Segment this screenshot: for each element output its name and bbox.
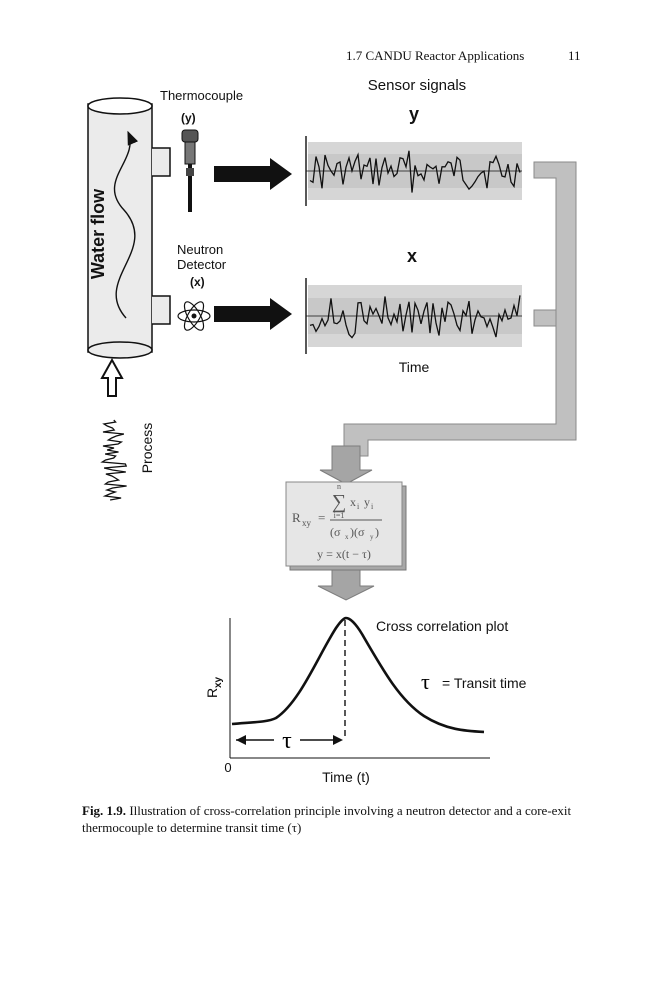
formula-denominator-mid: )(σ xyxy=(350,525,365,539)
thermocouple-icon xyxy=(181,129,199,212)
page-number: 11 xyxy=(568,48,581,63)
figure-caption: Fig. 1.9. Illustration of cross-correlat… xyxy=(82,802,602,836)
to-correlator-arrow xyxy=(319,445,373,485)
plot-xlabel: Time (t) xyxy=(322,769,370,785)
plot-ylabel: R xy xyxy=(204,676,224,698)
process-noise-waveform xyxy=(100,419,128,501)
cross-correlation-figure: Sensor signals Water flow Thermocouple (… xyxy=(87,77,577,785)
formula-sum-top: n xyxy=(337,482,341,491)
formula-sum-bottom: i=1 xyxy=(334,511,345,520)
atom-icon xyxy=(177,301,211,331)
formula-numerator-y: y xyxy=(364,495,370,509)
tau-symbol: τ xyxy=(282,728,292,754)
process-label: Process xyxy=(139,423,155,474)
correlation-formula: R xy = n ∑ i=1 x i y i (σ x )(σ y ) y = … xyxy=(292,482,382,561)
neutron-symbol: (x) xyxy=(190,275,205,289)
signal-y-panel xyxy=(305,136,522,206)
plot-title: Cross correlation plot xyxy=(376,618,508,634)
time-label: Time xyxy=(399,359,430,375)
sensor-signals-title: Sensor signals xyxy=(368,77,466,94)
formula-denominator-open: (σ xyxy=(330,525,341,539)
formula-numerator-x: x xyxy=(350,495,356,509)
neutron-signal-arrow xyxy=(214,298,292,330)
neutron-label-line1: Neutron xyxy=(177,242,223,257)
formula-r: R xyxy=(292,510,301,525)
running-header: 1.7 CANDU Reactor Applications xyxy=(346,48,525,63)
formula-shift: y = x(t − τ) xyxy=(317,547,371,561)
thermocouple-symbol: (y) xyxy=(181,111,196,125)
caption-label: Fig. 1.9. xyxy=(82,803,127,818)
correlation-formula-box xyxy=(285,481,407,571)
formula-equals: = xyxy=(318,510,325,525)
signal-y-waveform xyxy=(309,150,521,193)
svg-text:R: R xyxy=(204,688,220,698)
thermocouple-signal-arrow xyxy=(214,158,292,190)
tau-legend-text: = Transit time xyxy=(442,675,527,691)
formula-r-sub: xy xyxy=(302,518,312,528)
svg-text:xy: xy xyxy=(213,676,224,688)
to-plot-arrow xyxy=(317,565,375,601)
thermocouple-label: Thermocouple xyxy=(160,88,243,103)
caption-text: Illustration of cross-correlation princi… xyxy=(82,803,572,835)
process-up-arrow xyxy=(100,357,124,397)
signal-x-waveform xyxy=(309,295,521,339)
formula-numerator-sub-y: i xyxy=(371,502,374,511)
cross-correlation-plot xyxy=(229,616,490,759)
signal-x-label: x xyxy=(407,246,417,266)
signal-y-label: y xyxy=(409,104,419,124)
formula-denominator-sub-x: x xyxy=(345,533,349,541)
plot-origin: 0 xyxy=(224,760,231,775)
neutron-label-line2: Detector xyxy=(177,257,227,272)
formula-sum: ∑ xyxy=(332,491,346,513)
signal-x-panel xyxy=(305,278,522,354)
formula-numerator-sub-x: i xyxy=(357,502,360,511)
water-pipe xyxy=(87,97,171,359)
formula-denominator-sub-y: y xyxy=(370,533,374,541)
correlation-curve xyxy=(231,616,485,734)
tau-legend-symbol: τ xyxy=(421,669,430,694)
formula-denominator-close: ) xyxy=(375,525,379,539)
water-flow-label: Water flow xyxy=(88,188,108,279)
